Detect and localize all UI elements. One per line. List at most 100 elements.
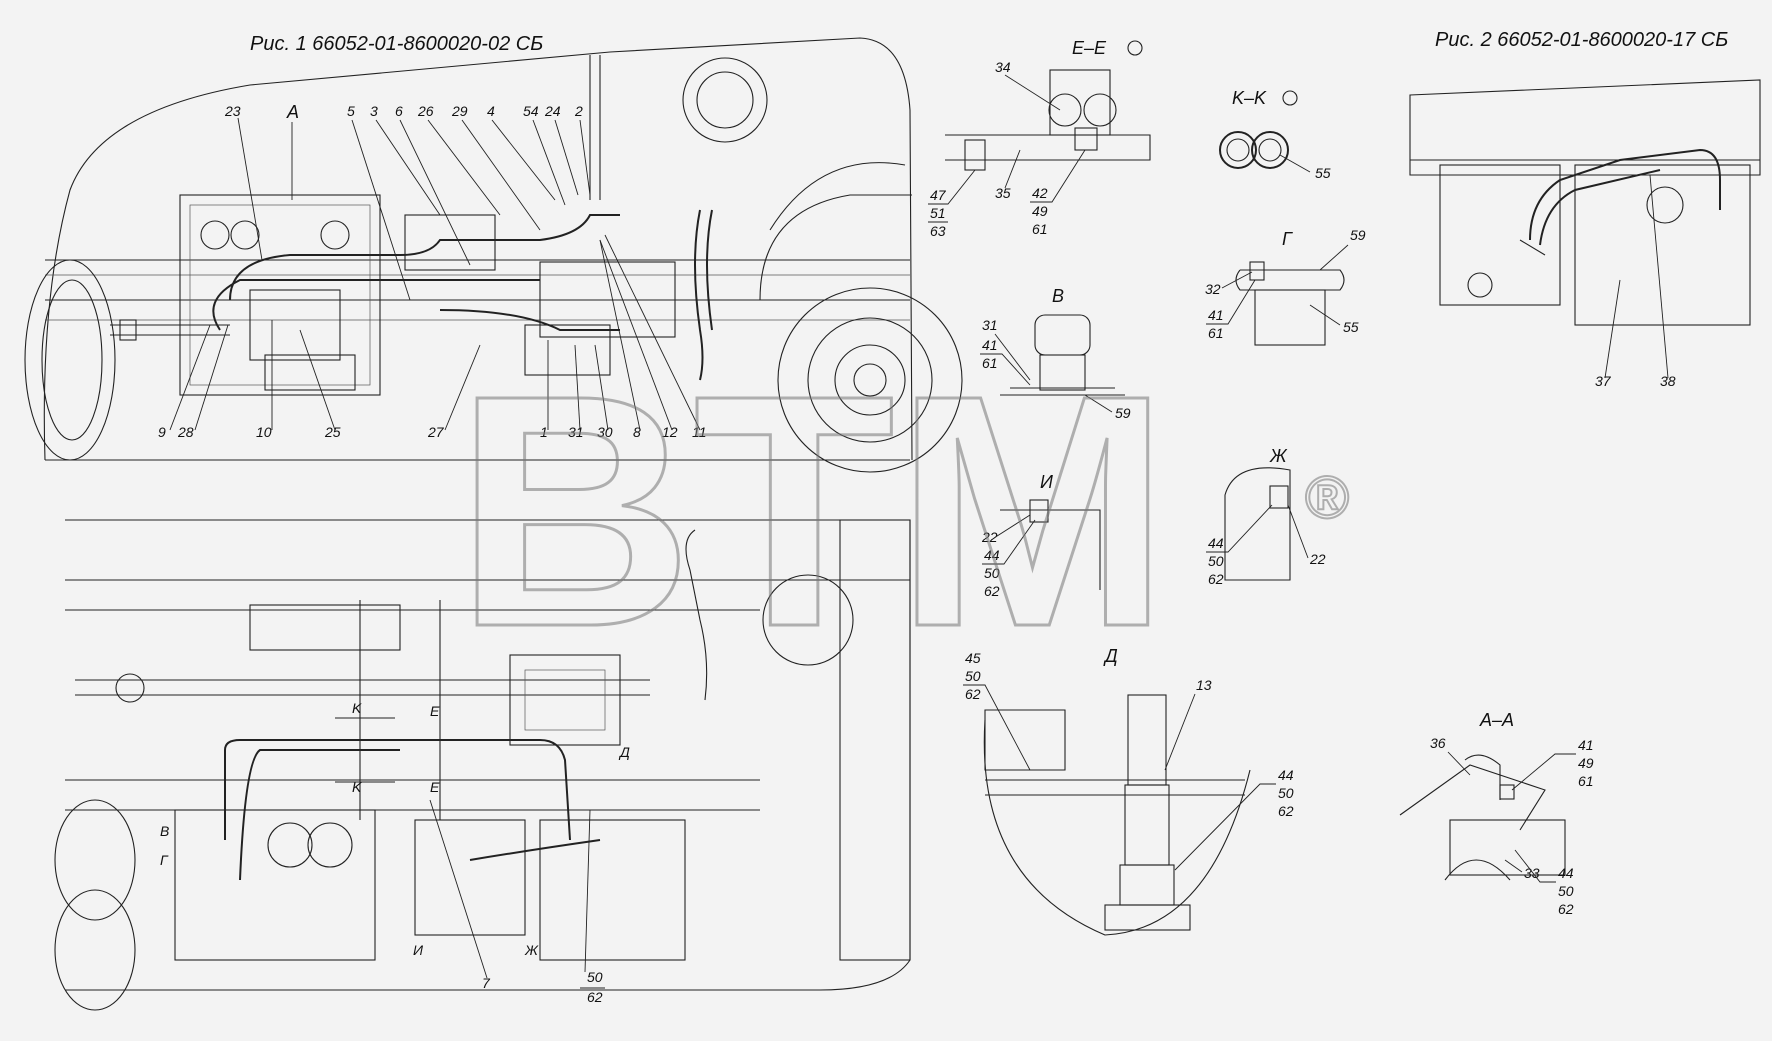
callout-label: 25 <box>324 424 341 440</box>
callout-label: 34 <box>995 59 1011 75</box>
watermark-logo: BTM ® <box>454 325 1351 697</box>
callout-label: 22 <box>1309 551 1326 567</box>
callout-label: 13 <box>1196 677 1212 693</box>
section-kk: K–K 55 <box>1219 88 1331 181</box>
watermark-registered-mark: ® <box>1305 464 1349 531</box>
callout-label: 62 <box>1208 571 1224 587</box>
callout-label: 22 <box>981 529 998 545</box>
callout-label: 54 <box>523 103 539 119</box>
section-mark-g: Г <box>160 852 169 868</box>
callout-label: 41 <box>982 337 998 353</box>
callout-label: 30 <box>597 424 613 440</box>
callout-label: 31 <box>982 317 998 333</box>
section-title-d: Д <box>1103 646 1118 666</box>
callout-label: 62 <box>587 989 603 1005</box>
figure2-title: Рис. 2 66052-01-8600020-17 СБ <box>1435 29 1728 51</box>
callout-label: 51 <box>930 205 946 221</box>
callout-label: 12 <box>662 424 678 440</box>
section-i: И 22 44 50 62 <box>981 472 1101 599</box>
callout-label: 35 <box>995 185 1011 201</box>
callout-label: 50 <box>1278 785 1294 801</box>
callout-label: 45 <box>965 650 981 666</box>
section-title-aa: A–A <box>1479 710 1514 730</box>
callout-label: 50 <box>1558 883 1574 899</box>
figure2-view: 37 38 <box>1409 79 1761 389</box>
callout-label: 42 <box>1032 185 1048 201</box>
callout-label: 59 <box>1350 227 1366 243</box>
callout-label: 50 <box>1208 553 1224 569</box>
section-ee: E–E 34 47 51 63 35 42 49 61 <box>928 38 1151 239</box>
callout-label: 36 <box>1430 735 1446 751</box>
section-title-g: Г <box>1282 229 1293 249</box>
watermark-text: BTM <box>455 326 1170 695</box>
section-title-i: И <box>1040 472 1053 492</box>
figure1-top-view: 23 A 5 3 6 26 29 4 54 24 2 9 28 <box>24 37 963 473</box>
section-title-kk: K–K <box>1232 88 1267 108</box>
callout-label: 55 <box>1315 165 1331 181</box>
section-mark-k: K <box>352 779 362 795</box>
callout-label: 44 <box>1278 767 1294 783</box>
callout-label: 47 <box>930 187 947 203</box>
section-mark-e: E <box>430 703 440 719</box>
callout-label: 10 <box>256 424 272 440</box>
callout-label: 27 <box>427 424 445 440</box>
callout-label: 6 <box>395 103 403 119</box>
section-v: В 31 41 61 59 <box>980 286 1131 421</box>
callout-label: 44 <box>984 547 1000 563</box>
callout-label: 24 <box>544 103 561 119</box>
callout-label: 37 <box>1595 373 1612 389</box>
callout-label: 4 <box>487 103 495 119</box>
callout-label: 44 <box>1558 865 1574 881</box>
callout-label: 41 <box>1578 737 1594 753</box>
section-mark-v: В <box>160 823 169 839</box>
callout-label: 61 <box>982 355 998 371</box>
callout-label: 49 <box>1578 755 1594 771</box>
callout-label: 55 <box>1343 319 1359 335</box>
section-mark-a: A <box>286 102 299 122</box>
callout-label: 29 <box>451 103 468 119</box>
callout-label: 5 <box>347 103 355 119</box>
callout-label: 23 <box>224 103 241 119</box>
section-g: Г 59 32 41 61 55 <box>1205 227 1366 346</box>
callout-label: 50 <box>587 969 603 985</box>
callout-label: 8 <box>633 424 641 440</box>
callout-label: 62 <box>1278 803 1294 819</box>
section-mark-zh: Ж <box>524 942 539 958</box>
callout-label: 44 <box>1208 535 1224 551</box>
callout-label: 62 <box>965 686 981 702</box>
section-title-zh: Ж <box>1269 446 1288 466</box>
callout-label: 50 <box>984 565 1000 581</box>
callout-label: 3 <box>370 103 378 119</box>
callout-label: 62 <box>1558 901 1574 917</box>
callout-label: 61 <box>1578 773 1594 789</box>
section-title-v: В <box>1052 286 1064 306</box>
callout-label: 50 <box>965 668 981 684</box>
section-aa: A–A 36 41 49 61 33 44 50 62 <box>1399 710 1594 917</box>
callout-label: 41 <box>1208 307 1224 323</box>
callout-label: 9 <box>158 424 166 440</box>
section-zh: Ж 44 50 62 22 <box>1206 446 1326 587</box>
callout-label: 61 <box>1032 221 1048 237</box>
callout-label: 26 <box>417 103 434 119</box>
callout-label: 49 <box>1032 203 1048 219</box>
callout-label: 63 <box>930 223 946 239</box>
section-mark-d: Д <box>618 744 630 760</box>
callout-label: 62 <box>984 583 1000 599</box>
figure1-bottom-view: K K E E В Г И Ж Д 7 50 62 <box>54 519 911 1011</box>
figure1-title: Рис. 1 66052-01-8600020-02 СБ <box>250 33 543 55</box>
callout-label: 1 <box>540 424 548 440</box>
section-title-ee: E–E <box>1072 38 1107 58</box>
section-mark-e: E <box>430 779 440 795</box>
section-d: Д 45 50 62 13 44 50 62 <box>963 646 1294 936</box>
callout-label: 61 <box>1208 325 1224 341</box>
section-mark-k: K <box>352 700 362 716</box>
callout-label: 7 <box>482 975 491 991</box>
callout-label: 2 <box>574 103 583 119</box>
section-mark-i: И <box>413 942 424 958</box>
callouts-fig1-top: 23 A 5 3 6 26 29 4 54 24 2 9 28 <box>158 102 707 440</box>
callout-label: 28 <box>177 424 194 440</box>
callout-label: 38 <box>1660 373 1676 389</box>
callout-label: 11 <box>692 424 707 440</box>
callout-label: 32 <box>1205 281 1221 297</box>
